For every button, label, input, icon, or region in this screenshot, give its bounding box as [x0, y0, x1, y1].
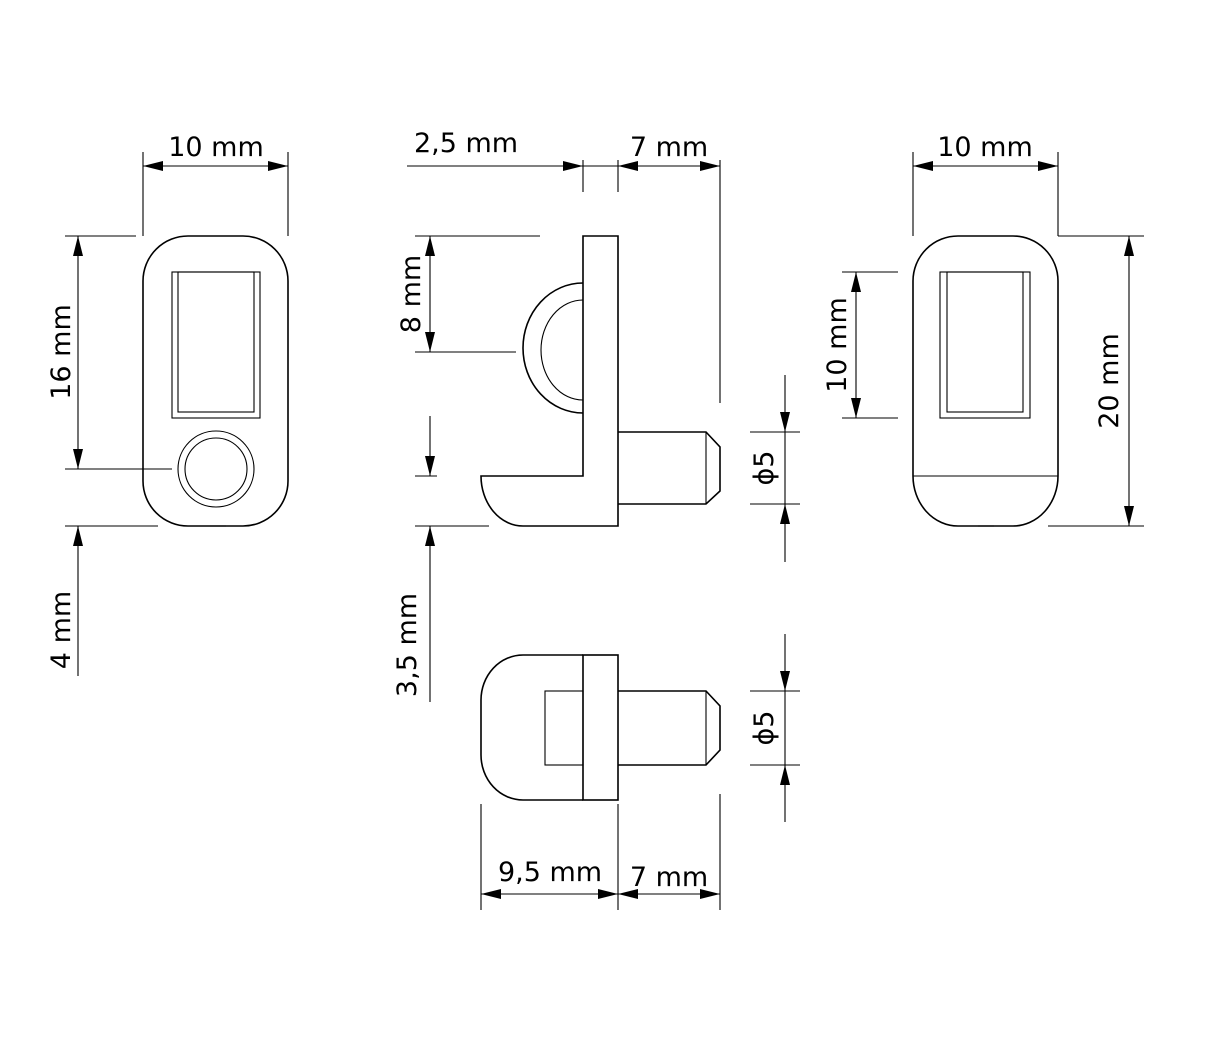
bottom-pin [618, 690, 721, 766]
back-outline [912, 235, 1059, 527]
side-view: 2,5 mm 7 mm 8 mm 3,5 mm ϕ5 [392, 128, 800, 702]
bottom-flange [582, 654, 619, 801]
front-hole-outer [177, 430, 255, 508]
front-hole-inner [184, 437, 248, 501]
bottom-body [480, 654, 583, 801]
front-slot-outer [171, 271, 261, 419]
label-front-height: 16 mm [46, 304, 77, 400]
label-side-lower: 3,5 mm [392, 593, 423, 697]
label-side-pin-diameter: ϕ5 [749, 451, 780, 486]
back-view: 10 mm 10 mm 20 mm [822, 132, 1144, 527]
front-view: 10 mm 16 mm 4 mm [46, 132, 289, 676]
label-front-offset: 4 mm [46, 591, 77, 669]
front-outline [142, 235, 289, 527]
bottom-view: 9,5 mm 7 mm ϕ5 [480, 634, 800, 910]
label-side-flange: 2,5 mm [414, 128, 518, 159]
bottom-slot [544, 690, 584, 766]
label-bottom-body: 9,5 mm [498, 857, 602, 888]
front-slot-inner [177, 271, 255, 413]
back-slot-inner [946, 271, 1024, 413]
side-hook-arc-outer [522, 282, 584, 414]
label-back-width: 10 mm [937, 132, 1033, 163]
label-front-width: 10 mm [168, 132, 264, 163]
label-bottom-pin-length: 7 mm [630, 862, 708, 893]
back-slot-outer [939, 271, 1031, 419]
side-pin [618, 431, 721, 505]
label-side-upper: 8 mm [396, 255, 427, 333]
label-bottom-pin-diameter: ϕ5 [749, 711, 780, 746]
label-back-inner-height: 10 mm [822, 297, 853, 393]
label-back-height: 20 mm [1094, 333, 1125, 429]
side-body [480, 235, 619, 527]
label-side-pin-length: 7 mm [630, 132, 708, 163]
side-hook-arc-inner [540, 299, 584, 401]
